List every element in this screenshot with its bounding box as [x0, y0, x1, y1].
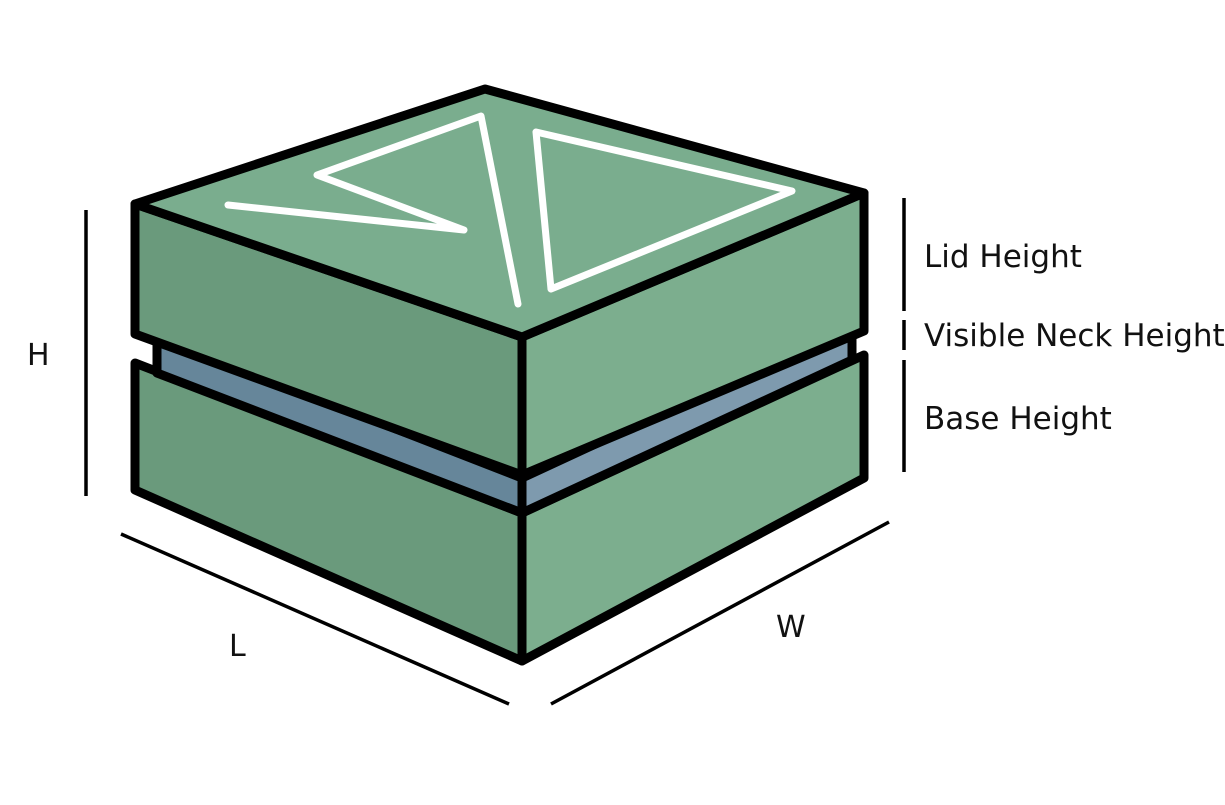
width-label: W — [776, 610, 806, 645]
dimension-labels: Lid Height Visible Neck Height Base Heig… — [27, 239, 1225, 664]
base-height-label: Base Height — [924, 401, 1112, 437]
lid-height-label: Lid Height — [924, 239, 1082, 275]
logo-stroke-right — [532, 128, 796, 293]
length-label: L — [229, 629, 246, 664]
height-label: H — [27, 338, 50, 373]
width-line — [550, 520, 890, 706]
dimension-lines — [84, 198, 906, 706]
neck-height-label: Visible Neck Height — [924, 318, 1225, 354]
length-line — [120, 532, 510, 706]
lid-logo — [224, 112, 796, 308]
logo-stroke-left — [224, 112, 522, 308]
